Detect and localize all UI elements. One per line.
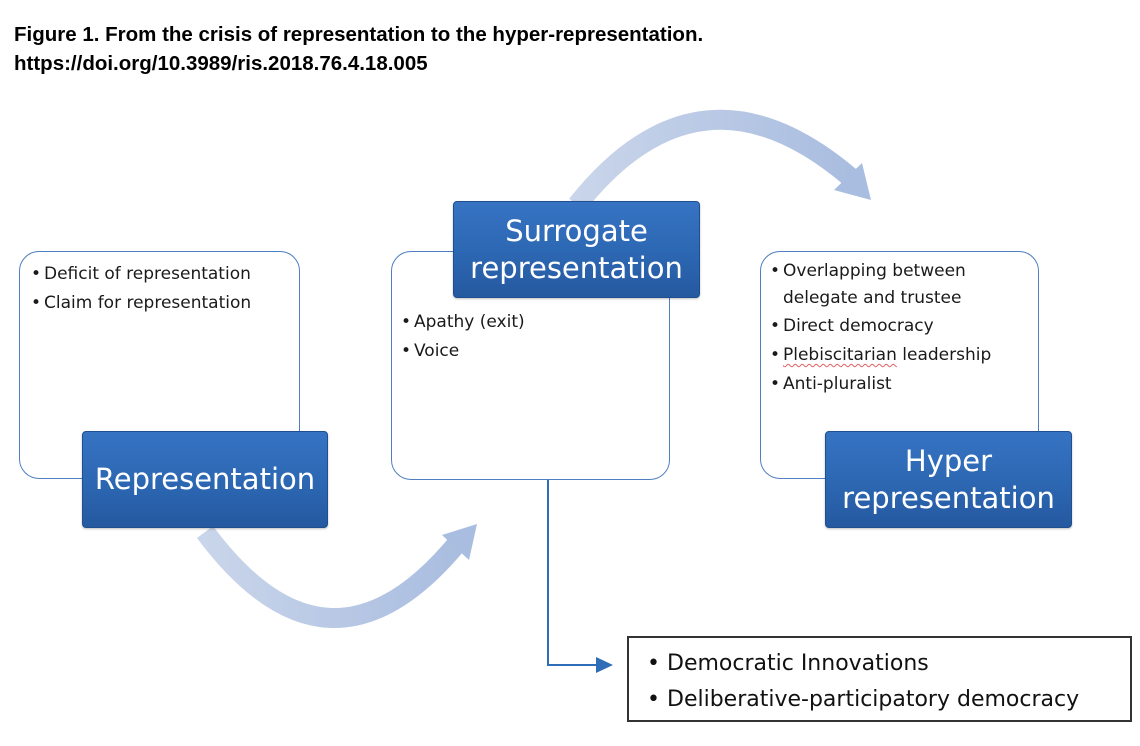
list-item-line: Overlapping between: [783, 261, 966, 281]
list-item: Democratic Innovations: [647, 646, 1130, 682]
representation-bullets: Deficit of representation Claim for repr…: [20, 252, 299, 318]
surrogate-label-line1: Surrogate: [505, 213, 648, 248]
surrogate-label-line2: representation: [470, 250, 683, 285]
list-item: Plebiscitarian leadership: [770, 341, 1038, 370]
list-item: Anti-pluralist: [770, 370, 1038, 399]
list-item: Deficit of representation: [31, 260, 299, 289]
list-item: Claim for representation: [31, 289, 299, 318]
list-item-line: delegate and trustee: [783, 288, 962, 308]
figure-caption: Figure 1. From the crisis of representat…: [14, 20, 703, 78]
cycle-arrow-bottom: [196, 524, 477, 628]
hyper-representation-label: Hyper representation: [825, 431, 1072, 528]
outcome-box: Democratic Innovations Deliberative-part…: [627, 636, 1132, 722]
representation-label: Representation: [82, 431, 328, 528]
surrogate-bullets: Apathy (exit) Voice: [392, 252, 669, 366]
outcome-bullets: Democratic Innovations Deliberative-part…: [629, 638, 1130, 718]
list-item: Deliberative-participatory democracy: [647, 682, 1130, 718]
caption-doi: https://doi.org/10.3989/ris.2018.76.4.18…: [14, 52, 428, 75]
hyper-label-line2: representation: [842, 480, 1055, 515]
list-item: Overlapping between delegate and trustee: [770, 258, 1038, 312]
hyper-label-line1: Hyper: [904, 443, 993, 478]
list-item-word: leadership: [902, 345, 992, 365]
list-item: Apathy (exit): [401, 308, 669, 337]
list-item: Direct democracy: [770, 312, 1038, 341]
cycle-arrow-top: [569, 109, 871, 212]
surrogate-representation-label: Surrogate representation: [453, 201, 700, 298]
hyper-bullets: Overlapping between delegate and trustee…: [761, 252, 1038, 399]
spellcheck-word: Plebiscitarian: [783, 345, 897, 365]
list-item: Voice: [401, 337, 669, 366]
representation-label-text: Representation: [94, 462, 316, 496]
caption-title: Figure 1. From the crisis of representat…: [14, 23, 704, 46]
